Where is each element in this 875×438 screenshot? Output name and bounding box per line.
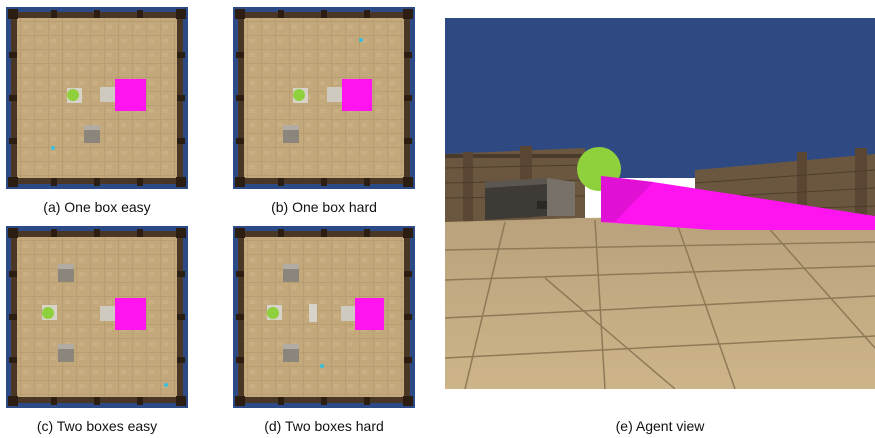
magenta-goal-ramp bbox=[601, 176, 875, 230]
goal-block bbox=[342, 79, 372, 111]
small-platform bbox=[309, 304, 317, 322]
caption-a: (a) One box easy bbox=[43, 199, 151, 215]
box-platform bbox=[100, 306, 117, 321]
goal-block bbox=[115, 79, 146, 111]
wall-posts bbox=[8, 9, 186, 187]
caption-b: (b) One box hard bbox=[271, 199, 377, 215]
wall-posts bbox=[235, 9, 413, 187]
arena-top-view-one-box-easy bbox=[6, 7, 188, 189]
box-platform bbox=[341, 306, 355, 321]
wall-posts bbox=[8, 228, 186, 406]
target-marker bbox=[51, 146, 55, 150]
arena-top-view-one-box-hard bbox=[233, 7, 415, 189]
tiled-floor bbox=[445, 216, 875, 389]
agent-first-person-view bbox=[445, 18, 875, 389]
arena-map-d bbox=[233, 226, 415, 408]
grey-box-3d bbox=[485, 178, 575, 220]
agent-sphere bbox=[293, 89, 305, 101]
target-marker bbox=[164, 383, 168, 387]
wall-posts bbox=[235, 228, 413, 406]
arena-map-b bbox=[233, 7, 415, 189]
caption-d: (d) Two boxes hard bbox=[264, 418, 384, 434]
box-platform bbox=[100, 87, 117, 102]
agent-sphere bbox=[67, 89, 79, 101]
target-marker bbox=[320, 364, 324, 368]
caption-c: (c) Two boxes easy bbox=[36, 418, 158, 434]
floor-tile-lines bbox=[445, 217, 875, 389]
arena-top-view-two-boxes-hard bbox=[233, 226, 415, 408]
agent-sphere bbox=[42, 307, 54, 319]
goal-block bbox=[115, 298, 146, 330]
arena-floor bbox=[17, 237, 177, 397]
arena-map-c bbox=[6, 226, 188, 408]
arena-top-view-two-boxes-easy bbox=[6, 226, 188, 408]
arena-map-a bbox=[6, 7, 188, 189]
caption-e: (e) Agent view bbox=[615, 418, 705, 434]
agent-view-render bbox=[445, 18, 875, 389]
box-platform bbox=[327, 87, 344, 102]
agent-sphere bbox=[267, 307, 279, 319]
target-marker bbox=[359, 38, 363, 42]
goal-block bbox=[355, 298, 384, 330]
arena-floor bbox=[244, 18, 404, 178]
arena-floor bbox=[17, 18, 177, 178]
